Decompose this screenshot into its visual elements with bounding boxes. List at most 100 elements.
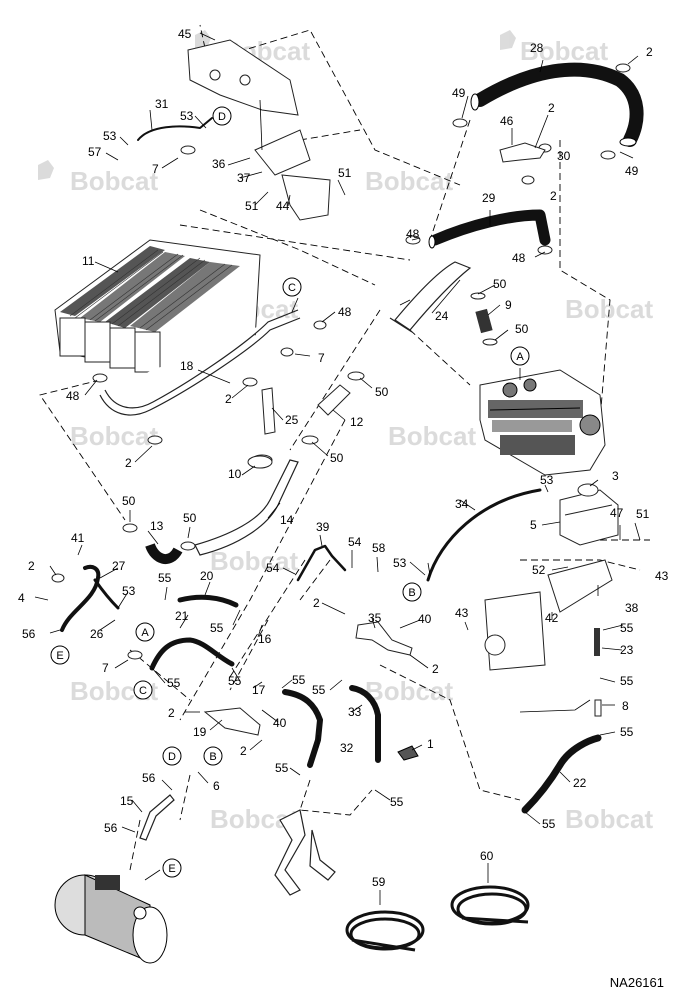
label-2: 2 (646, 45, 653, 59)
watermark-left-upper: Bobcat (38, 160, 158, 196)
hose-32 (285, 692, 320, 765)
hose-24 (390, 262, 470, 332)
label-55: 55 (620, 621, 634, 635)
watermark-center-lower: Bobcat (210, 546, 298, 576)
label-31: 31 (155, 97, 169, 111)
hose-15 (140, 795, 174, 840)
label-32: 32 (340, 741, 354, 755)
small-hose-drain (275, 810, 335, 895)
svg-text:D: D (168, 751, 176, 763)
label-53: 53 (122, 584, 136, 598)
label-43: 43 (455, 606, 469, 620)
label-15: 15 (120, 794, 134, 808)
label-25: 25 (285, 413, 299, 427)
mounting-panel (485, 592, 545, 670)
callout-b-right: B (403, 583, 421, 601)
label-11: 11 (82, 254, 95, 268)
label-53: 53 (540, 473, 554, 487)
label-56: 56 (22, 627, 36, 641)
label-56: 56 (104, 821, 118, 835)
svg-text:C: C (288, 282, 296, 294)
callout-e-bottom: E (163, 859, 181, 877)
label-55: 55 (210, 621, 224, 635)
label-50: 50 (375, 385, 389, 399)
callout-a-engine: A (511, 347, 529, 365)
svg-text:A: A (141, 627, 149, 639)
watermark-right-center: Bobcat (565, 294, 653, 324)
elbow-13 (150, 545, 178, 559)
label-7: 7 (152, 162, 159, 176)
label-55: 55 (292, 673, 306, 687)
label-48: 48 (66, 389, 80, 403)
label-57: 57 (88, 145, 102, 159)
label-55: 55 (390, 795, 404, 809)
callout-c-top: C (283, 278, 301, 296)
label-55: 55 (620, 725, 634, 739)
label-54: 54 (266, 561, 280, 575)
watermark-left-middle: Bobcat (70, 421, 158, 451)
label-55: 55 (542, 817, 556, 831)
label-36: 36 (212, 157, 226, 171)
label-2: 2 (125, 456, 132, 470)
label-19: 19 (193, 725, 207, 739)
callout-a-left: A (136, 623, 154, 641)
label-35: 35 (368, 611, 382, 625)
label-8: 8 (622, 699, 629, 713)
label-55: 55 (312, 683, 326, 697)
svg-text:Bobcat: Bobcat (70, 166, 158, 196)
label-23: 23 (620, 643, 634, 657)
label-30: 30 (557, 149, 571, 163)
label-48: 48 (406, 227, 420, 241)
watermark-mid-middle: Bobcat (388, 421, 476, 451)
svg-text:D: D (218, 111, 226, 123)
bracket-25 (262, 388, 275, 434)
callout-c-left: C (134, 681, 152, 699)
svg-text:A: A (516, 351, 524, 363)
label-53: 53 (180, 109, 194, 123)
svg-text:C: C (139, 685, 147, 697)
label-7: 7 (318, 351, 325, 365)
callout-d-top: D (213, 107, 231, 125)
engine (480, 370, 605, 475)
svg-text:E: E (168, 863, 175, 875)
label-52: 52 (532, 563, 546, 577)
label-5: 5 (530, 518, 537, 532)
hose-coil-59 (347, 912, 423, 950)
label-40: 40 (418, 612, 432, 626)
label-50: 50 (493, 277, 507, 291)
hose-20 (180, 597, 236, 605)
label-2: 2 (225, 392, 232, 406)
label-29: 29 (482, 191, 496, 205)
label-49: 49 (452, 86, 466, 100)
label-37: 37 (237, 171, 251, 185)
pipe-14 (195, 460, 298, 555)
label-2: 2 (168, 706, 175, 720)
label-38: 38 (625, 601, 639, 615)
svg-text:Bobcat: Bobcat (210, 546, 298, 576)
label-51: 51 (636, 507, 650, 521)
label-2: 2 (550, 189, 557, 203)
label-28: 28 (530, 41, 544, 55)
svg-text:Bobcat: Bobcat (70, 421, 158, 451)
watermark-bottom-right: Bobcat (565, 804, 653, 834)
svg-text:E: E (56, 650, 63, 662)
watermark-top-right: Bobcat (500, 30, 608, 66)
air-cleaner-canister (55, 875, 167, 963)
label-53: 53 (103, 129, 117, 143)
hose-22 (520, 700, 598, 810)
label-43: 43 (655, 569, 669, 583)
label-27: 27 (112, 559, 126, 573)
hose-27 (62, 567, 118, 630)
label-50: 50 (515, 322, 529, 336)
reservoir-bracket-38 (548, 560, 612, 612)
callout-e-left: E (51, 646, 69, 664)
label-2: 2 (28, 559, 35, 573)
label-4: 4 (18, 591, 25, 605)
label-48: 48 (338, 305, 352, 319)
label-34: 34 (455, 497, 469, 511)
part-10 (248, 456, 272, 468)
hose-31 (138, 118, 212, 140)
label-49: 49 (625, 164, 639, 178)
thermostat-9 (471, 293, 497, 345)
svg-text:Bobcat: Bobcat (565, 294, 653, 324)
